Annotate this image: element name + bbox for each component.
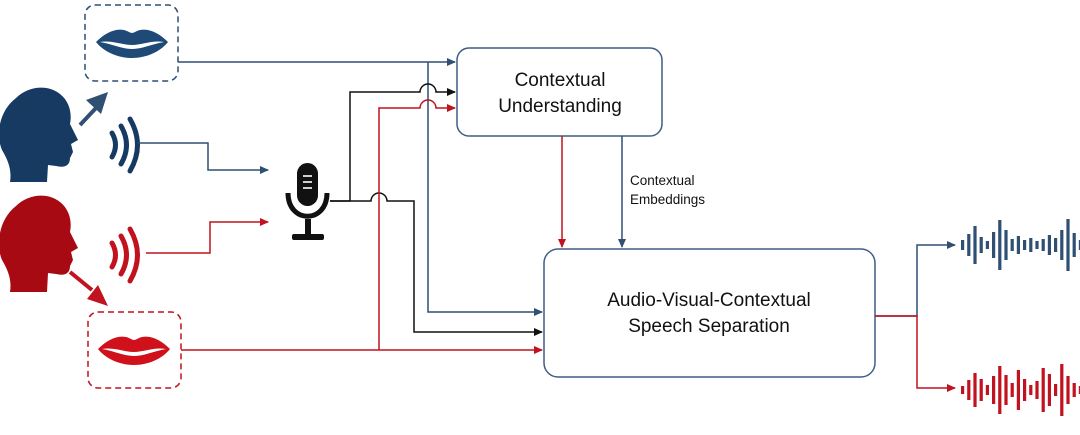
blue-waveform-bar (1060, 230, 1064, 260)
contextual-embeddings-label-line2: Embeddings (630, 192, 705, 207)
red-waveform-bar (1078, 386, 1080, 394)
contextual-embeddings-label-line1: Contextual (630, 173, 695, 188)
red-output-waveform-icon (961, 364, 1080, 416)
red-speech-arrow (68, 270, 108, 306)
red-waveform-bar (967, 380, 971, 400)
red-sound-waves-icon (109, 226, 140, 284)
mic-audio-to-context-line (330, 83, 456, 202)
blue-speaker-head-icon (0, 87, 78, 182)
blue-waveform-bar (998, 220, 1002, 270)
blue-sound-waves-icon (109, 116, 140, 174)
blue-waveform-bar (1072, 233, 1076, 257)
blue-waveform-bar (1023, 240, 1027, 250)
red-waveform-bar (1010, 383, 1014, 397)
microphone-icon (285, 163, 330, 240)
red-waveform-bar (973, 373, 977, 407)
red-waveform-bar (1041, 368, 1045, 412)
speech-separation-box: Audio-Visual-Contextual Speech Separatio… (543, 248, 876, 378)
red-waveform-bar (1035, 381, 1039, 399)
red-waveform-bar (1054, 384, 1058, 396)
red-waveform-bar (1047, 374, 1051, 406)
red-waveform-bar (1066, 376, 1070, 404)
blue-visual-to-separation-line (427, 62, 543, 316)
blue-waveform-bar (973, 226, 977, 264)
blue-waveform-bar (1078, 240, 1080, 250)
red-waveform-bar (1016, 370, 1020, 410)
blue-waveform-bar (985, 241, 989, 249)
red-waveform-bar (979, 379, 983, 401)
red-waveform-bar (961, 386, 965, 394)
red-waveform-bar (985, 385, 989, 395)
separation-to-red-output-line (875, 315, 956, 392)
blue-waveform-bar (979, 237, 983, 253)
contextual-understanding-label-line1: Contextual (515, 70, 606, 91)
blue-waveform-bar (1029, 238, 1033, 252)
red-speaker-head-icon (0, 195, 78, 292)
blue-audio-to-mic-line (138, 142, 269, 174)
blue-lips-icon (96, 29, 168, 58)
blue-waveform-bar (1041, 239, 1045, 251)
speech-separation-label-line2: Speech Separation (628, 316, 790, 337)
contextual-understanding-label-line2: Understanding (498, 96, 622, 117)
blue-waveform-bar (1066, 219, 1070, 271)
contextual-understanding-box: Contextual Understanding (456, 47, 663, 137)
blue-waveform-bar (992, 232, 996, 258)
blue-waveform-bar (961, 240, 965, 250)
red-waveform-bar (1004, 375, 1008, 405)
blue-waveform-bar (1016, 236, 1020, 254)
blue-waveform-bar (1004, 230, 1008, 260)
red-waveform-bar (1029, 385, 1033, 395)
red-visual-to-context-line (378, 99, 456, 350)
blue-lips-box (84, 4, 179, 82)
red-audio-to-mic-line (146, 218, 269, 254)
blue-waveform-bar (1035, 241, 1039, 249)
blue-waveform-bar (1047, 235, 1051, 255)
blue-waveform-bar (1054, 238, 1058, 252)
red-waveform-bar (992, 376, 996, 404)
mic-audio-to-separation-line (330, 192, 543, 336)
separation-to-blue-output-line (875, 241, 956, 317)
blue-output-waveform-icon (961, 219, 1080, 271)
blue-speech-arrow (78, 92, 108, 127)
red-lips-icon (98, 336, 170, 365)
red-lips-box (87, 311, 182, 389)
speech-separation-label-line1: Audio-Visual-Contextual (607, 290, 811, 311)
red-waveform-bar (1023, 379, 1027, 401)
red-waveform-bar (1072, 383, 1076, 397)
red-waveform-bar (998, 366, 1002, 414)
blue-waveform-bar (967, 234, 971, 256)
blue-waveform-bar (1010, 239, 1014, 251)
red-waveform-bar (1060, 364, 1064, 416)
